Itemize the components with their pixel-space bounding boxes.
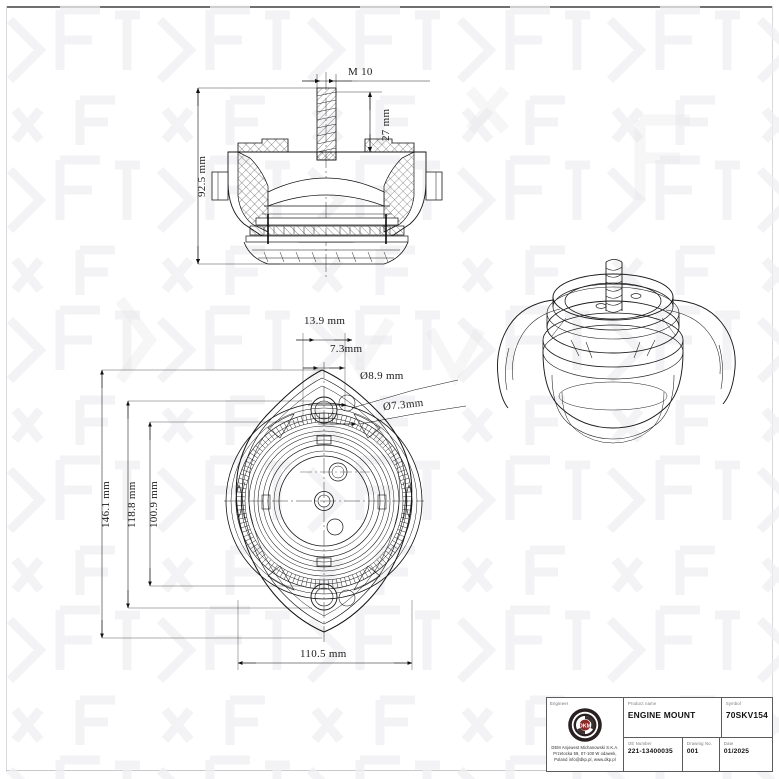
company-logo-icon: DKM bbox=[567, 707, 603, 743]
section-dimensions bbox=[195, 74, 430, 265]
oe-number-cell: OE Number 221-13400035 bbox=[624, 738, 682, 771]
isometric-3d-view bbox=[497, 259, 736, 444]
product-name-cell: Product name ENGINE MOUNT bbox=[624, 698, 721, 737]
dim-hole-offset-inner: 7.3mm bbox=[330, 343, 363, 355]
frame-border-right bbox=[772, 6, 773, 772]
dim-width-overall: 110.5 mm bbox=[300, 648, 347, 660]
watermark-letters bbox=[115, 86, 690, 387]
product-name-value: ENGINE MOUNT bbox=[627, 710, 696, 720]
symbol-label: Symbol bbox=[725, 701, 742, 706]
dim-height-overall: 146.1 mm bbox=[100, 480, 112, 528]
dim-hole-offset-outer: 13.9 mm bbox=[304, 315, 346, 327]
drawing-number-value: 001 bbox=[686, 748, 699, 755]
title-block-row-primary: Product name ENGINE MOUNT Symbol 70SKV15… bbox=[623, 698, 772, 738]
symbol-cell: Symbol 70SKV154 bbox=[720, 698, 772, 737]
frame-border-left bbox=[6, 6, 7, 772]
product-name-label: Product name bbox=[627, 701, 657, 706]
drawing-number-cell: Drawing No. 001 bbox=[681, 738, 719, 771]
dim-hole-dia-small: Ø7.3mm bbox=[382, 396, 425, 414]
svg-text:DKM: DKM bbox=[579, 723, 592, 729]
dim-height-inner: 100.9 mm bbox=[148, 480, 160, 528]
serration-ring bbox=[236, 413, 412, 589]
dim-stud-length: 27 mm bbox=[380, 108, 392, 141]
dim-height-mid: 118.8 mm bbox=[126, 481, 138, 528]
date-label: Date bbox=[723, 741, 734, 746]
cross-section-view bbox=[211, 72, 443, 278]
dim-overall-height: 92.5 mm bbox=[196, 155, 208, 197]
dim-hole-dia-large: Ø8.9 mm bbox=[360, 370, 404, 382]
title-block: Engineer DKM bbox=[546, 697, 773, 772]
drawing-number-label: Drawing No. bbox=[686, 741, 713, 746]
oe-number-value: 221-13400035 bbox=[627, 748, 673, 755]
dim-thread-callout: M 10 bbox=[348, 66, 373, 78]
frame-border-top bbox=[6, 6, 773, 8]
title-block-supplier-cell: Engineer DKM bbox=[547, 698, 624, 771]
title-block-row-secondary: OE Number 221-13400035 Drawing No. 001 D… bbox=[624, 738, 772, 771]
company-address: DEM Anjowest Michanowski S.K.A. Przetock… bbox=[551, 745, 619, 762]
supplier-label: Engineer bbox=[550, 701, 569, 706]
date-cell: Date 01/2025 bbox=[718, 738, 772, 771]
date-value: 01/2025 bbox=[723, 748, 750, 755]
oe-number-label: OE Number bbox=[627, 741, 652, 746]
symbol-value: 70SKV154 bbox=[725, 710, 768, 720]
title-block-fields: Product name ENGINE MOUNT Symbol 70SKV15… bbox=[623, 698, 772, 771]
